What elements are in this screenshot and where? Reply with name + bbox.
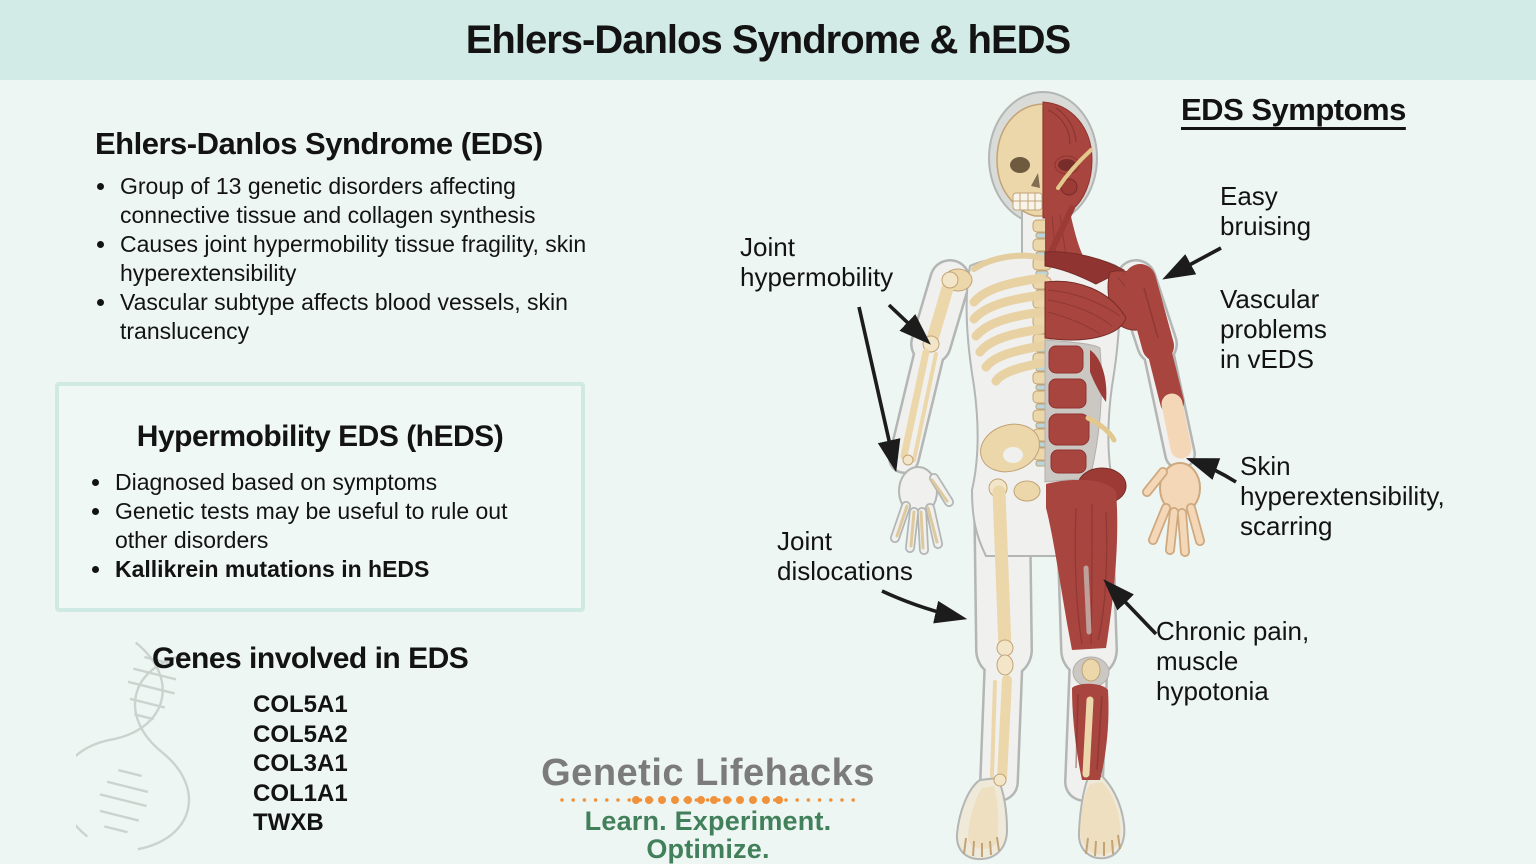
- gene-item: COL1A1: [253, 779, 348, 807]
- label-joint-dislocations: Joint dislocations: [777, 526, 913, 586]
- gene-item: COL3A1: [253, 750, 348, 777]
- eds-bullet: Causes joint hypermobility tissue fragil…: [118, 230, 628, 288]
- arrow-joint-hypermobility-wrist: [857, 306, 901, 473]
- arrow-joint-hypermobility-elbow: [887, 303, 931, 345]
- eds-bullet: Group of 13 genetic disorders affecting …: [118, 172, 628, 230]
- eds-heading: Ehlers-Danlos Syndrome (EDS): [95, 126, 543, 161]
- gene-item: COL5A1: [253, 691, 348, 718]
- eds-bullet: Vascular subtype affects blood vessels, …: [118, 288, 628, 346]
- genes-heading: Genes involved in EDS: [152, 642, 469, 675]
- gene-item: COL5A2: [253, 720, 348, 748]
- gene-item: TWXB: [253, 809, 324, 836]
- logo-tagline: Learn. Experiment. Optimize.: [584, 806, 832, 864]
- heds-heading: Hypermobility EDS (hEDS): [136, 420, 504, 453]
- arrow-chronic-pain-thigh: [1103, 579, 1158, 636]
- label-easy-bruising: Easy bruising: [1220, 181, 1312, 241]
- label-vascular-problems: Vascular problems in vEDS: [1220, 284, 1327, 374]
- eds-bullet-list: Group of 13 genetic disorders affecting …: [86, 172, 628, 346]
- title-banner: Ehlers-Danlos Syndrome & hEDS: [0, 0, 1536, 80]
- gene-list: COL5A1 COL5A2 COL3A1 COL1A1 TWXB: [253, 690, 348, 838]
- symptoms-heading: EDS Symptoms: [1181, 92, 1406, 127]
- muscle-half: [1042, 101, 1192, 857]
- label-skin-hyperextensibility: Skin hyperextensibility, scarring: [1240, 451, 1445, 541]
- heds-box: Hypermobility EDS (hEDS) Diagnosed based…: [55, 382, 585, 612]
- arrow-easy-bruising-shoulder: [1162, 246, 1222, 280]
- label-joint-hypermobility: Joint hypermobility: [740, 232, 894, 292]
- label-chronic-pain: Chronic pain, muscle hypotonia: [1156, 616, 1310, 706]
- genetic-lifehacks-logo: Genetic Lifehacks Learn. Experiment. Opt…: [540, 754, 876, 863]
- skeleton-half: [895, 103, 1052, 857]
- heds-bullet-list: Diagnosed based on symptoms Genetic test…: [59, 468, 581, 584]
- arrow-joint-dislocations-knee: [881, 589, 968, 624]
- heds-bullet: Genetic tests may be useful to rule out …: [113, 497, 561, 555]
- dna-helix-icon: [76, 641, 191, 851]
- logo-wordmark: Genetic Lifehacks: [541, 752, 875, 794]
- heds-bullet: Diagnosed based on symptoms: [113, 468, 561, 497]
- page-title: Ehlers-Danlos Syndrome & hEDS: [465, 17, 1071, 62]
- logo-dots-divider: [560, 796, 856, 804]
- arrow-skin-hand: [1185, 458, 1237, 484]
- heds-bullet-kallikrein: Kallikrein mutations in hEDS: [113, 555, 561, 584]
